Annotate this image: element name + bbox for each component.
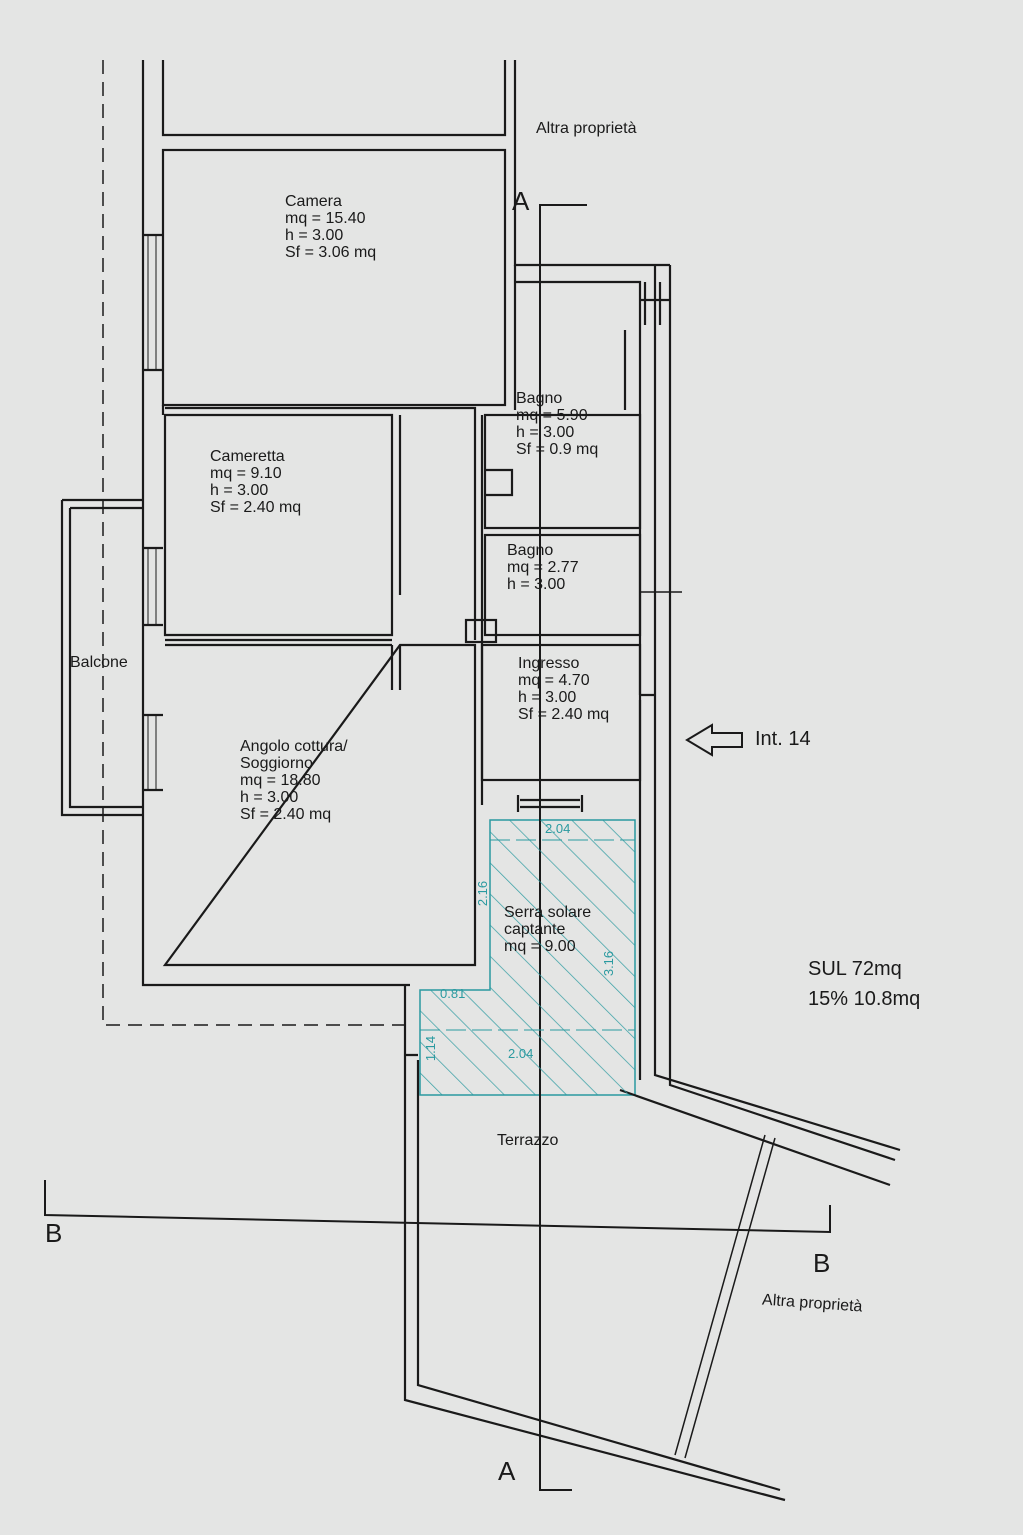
terrazzo-label: Terrazzo bbox=[497, 1132, 559, 1149]
room-height: h = 3.00 bbox=[507, 576, 566, 593]
room-window-area: Sf = 2.40 mq bbox=[210, 499, 302, 516]
room-window-area: Sf = 2.40 mq bbox=[518, 706, 610, 723]
wall bbox=[141, 60, 670, 267]
wall bbox=[165, 406, 477, 690]
entrance-label: Int. 14 bbox=[755, 728, 811, 750]
dimension-label: 3.16 bbox=[601, 950, 617, 977]
percent-label: 15% 10.8mq bbox=[808, 988, 921, 1010]
room-area: mq = 5.90 bbox=[516, 407, 588, 424]
room-height: h = 3.00 bbox=[516, 424, 575, 441]
dimension-label: 2.04 bbox=[545, 821, 571, 836]
shaft bbox=[464, 618, 498, 644]
room-area: mq = 15.40 bbox=[285, 210, 366, 227]
dimension-label: 0.81 bbox=[440, 986, 466, 1001]
neighbor-label: Altra proprietà bbox=[536, 120, 637, 137]
room-area: mq = 9.10 bbox=[210, 465, 282, 482]
serra-hatch bbox=[420, 820, 635, 1095]
wall bbox=[485, 468, 514, 497]
room-camera bbox=[161, 148, 507, 407]
wall bbox=[638, 410, 655, 1080]
balcone-label: Balcone bbox=[70, 654, 128, 671]
wall bbox=[674, 1134, 776, 1459]
room-name: Bagno bbox=[516, 390, 563, 407]
room-area: mq = 2.77 bbox=[507, 559, 579, 576]
room-name: Ingresso bbox=[518, 655, 580, 672]
room-area: mq = 9.00 bbox=[504, 938, 576, 955]
dimension-label: 1.14 bbox=[423, 1035, 439, 1062]
room-height: h = 3.00 bbox=[518, 689, 577, 706]
window bbox=[147, 235, 157, 790]
room-name: Cameretta bbox=[210, 448, 285, 465]
wall bbox=[513, 265, 670, 410]
balcone bbox=[60, 498, 143, 817]
room-area: mq = 4.70 bbox=[518, 672, 590, 689]
section-line-b bbox=[44, 1180, 831, 1234]
sul-label: SUL 72mq bbox=[808, 958, 902, 980]
entrance-arrow-icon bbox=[685, 723, 743, 757]
room-height: h = 3.00 bbox=[285, 227, 344, 244]
section-b-label: B bbox=[45, 1218, 63, 1248]
section-b-label: B bbox=[813, 1248, 831, 1278]
dimension-label: 2.04 bbox=[508, 1046, 534, 1061]
room-name: Serra solare captante bbox=[504, 904, 592, 938]
room-name: Angolo cottura/ Soggiorno bbox=[240, 738, 348, 772]
room-window-area: Sf = 3.06 mq bbox=[285, 244, 377, 261]
wall bbox=[653, 265, 901, 1162]
room-soggiorno bbox=[162, 643, 477, 967]
serra-dashed-line bbox=[420, 839, 635, 1031]
dimension-label: 2.16 bbox=[475, 880, 491, 907]
room-window-area: Sf = 0.9 mq bbox=[516, 441, 599, 458]
room-window-area: Sf = 2.40 mq bbox=[240, 806, 332, 823]
room-name: Bagno bbox=[507, 542, 554, 559]
room-cameretta bbox=[163, 413, 394, 637]
window bbox=[516, 795, 584, 812]
room-height: h = 3.00 bbox=[210, 482, 269, 499]
property-boundary bbox=[102, 60, 410, 1026]
room-name: Camera bbox=[285, 193, 342, 210]
room-height: h = 3.00 bbox=[240, 789, 299, 806]
section-a-label: A bbox=[498, 1456, 516, 1486]
room-area: mq = 18.80 bbox=[240, 772, 321, 789]
terrazzo bbox=[403, 985, 891, 1502]
section-a-label: A bbox=[512, 186, 530, 216]
wall bbox=[141, 150, 410, 987]
